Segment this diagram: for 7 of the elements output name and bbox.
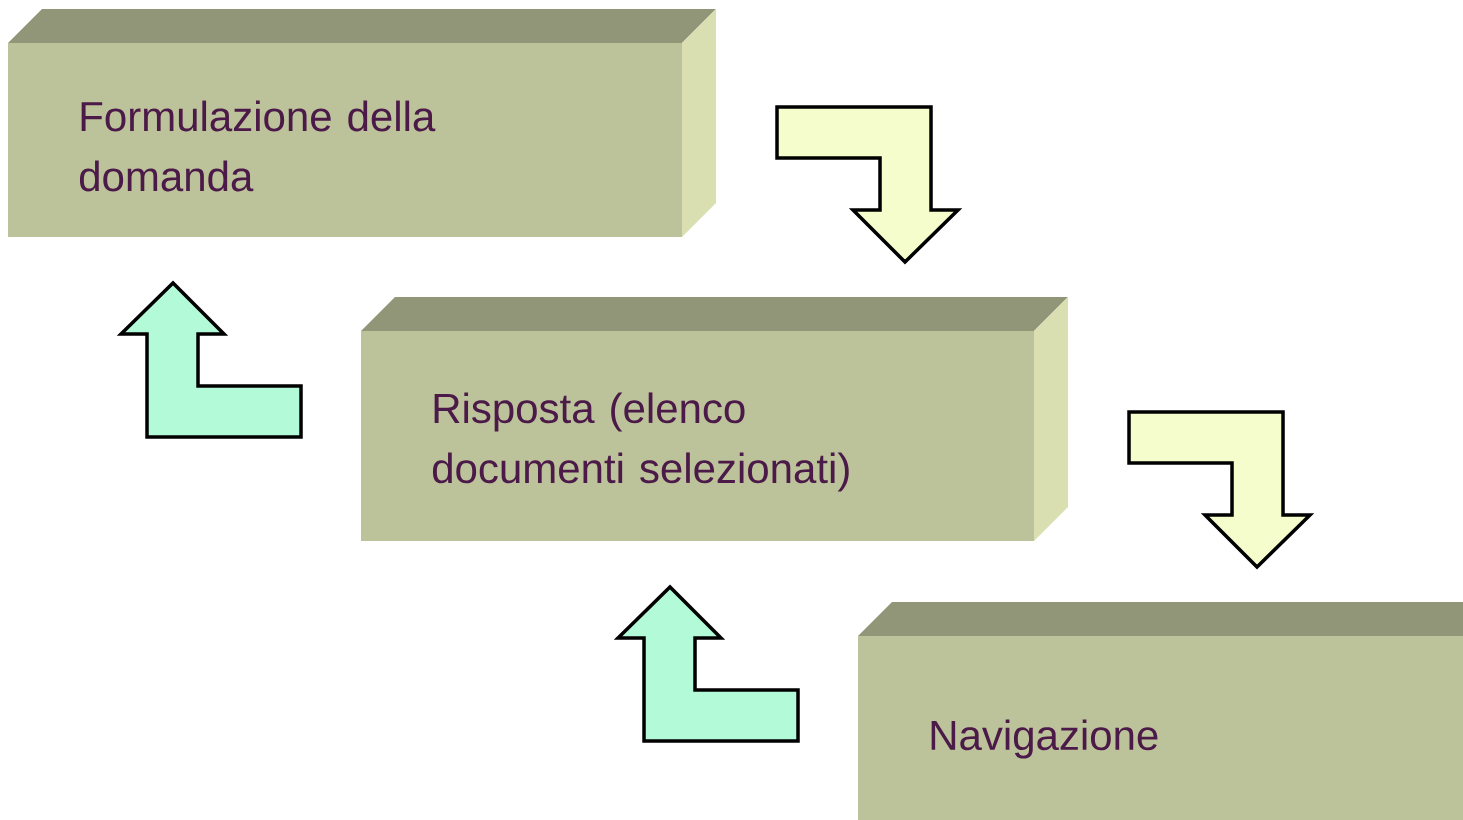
block-arrow: [1127, 410, 1315, 570]
process-box: Navigazione: [858, 602, 1463, 820]
block-arrow: [116, 280, 303, 439]
process-box: Risposta (elenco documenti selezionati): [361, 297, 1068, 541]
block-arrow: [613, 584, 800, 743]
process-box: Formulazione della domanda: [8, 9, 716, 237]
block-arrow: [775, 105, 963, 265]
